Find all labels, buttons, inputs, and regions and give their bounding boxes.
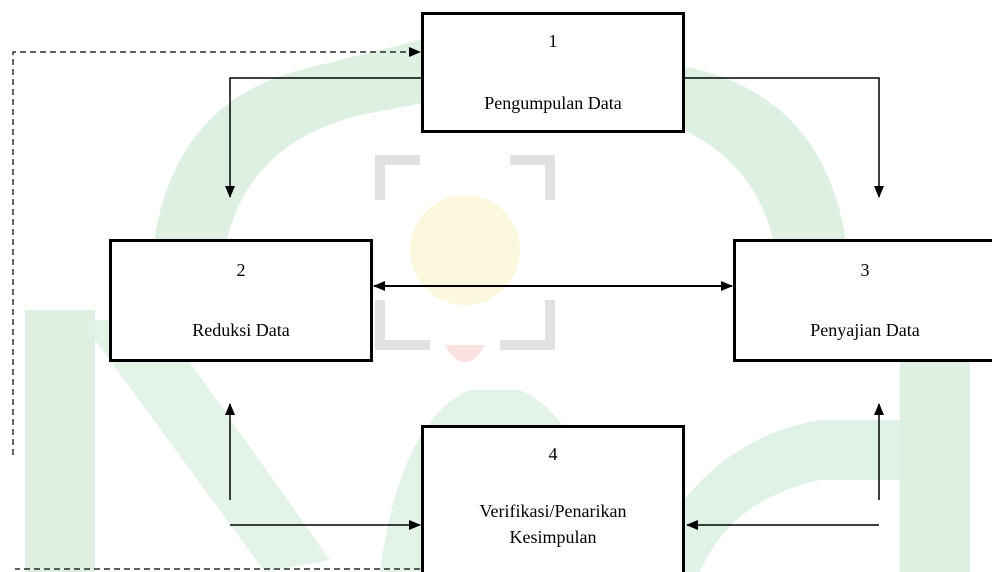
box-number: 1 xyxy=(548,31,558,51)
box-data-collection: 1 Pengumpulan Data xyxy=(421,12,685,133)
box-verification-conclusion: 4 Verifikasi/Penarikan Kesimpulan xyxy=(421,425,685,572)
box-label: Pengumpulan Data xyxy=(484,93,622,113)
arrow-collection-to-display xyxy=(685,77,884,198)
box-label: Penyajian Data xyxy=(810,320,920,340)
box-number: 3 xyxy=(860,260,870,280)
box-number: 2 xyxy=(236,260,246,280)
feedback-loop-dashed-left xyxy=(12,47,421,455)
arrow-collection-to-reduction xyxy=(225,77,421,198)
box-label: Reduksi Data xyxy=(192,320,290,340)
box-label: Verifikasi/Penarikan Kesimpulan xyxy=(479,501,627,547)
box-number: 4 xyxy=(548,444,558,464)
box-data-reduction: 2 Reduksi Data xyxy=(109,239,373,362)
box-data-display: 3 Penyajian Data xyxy=(733,239,992,362)
